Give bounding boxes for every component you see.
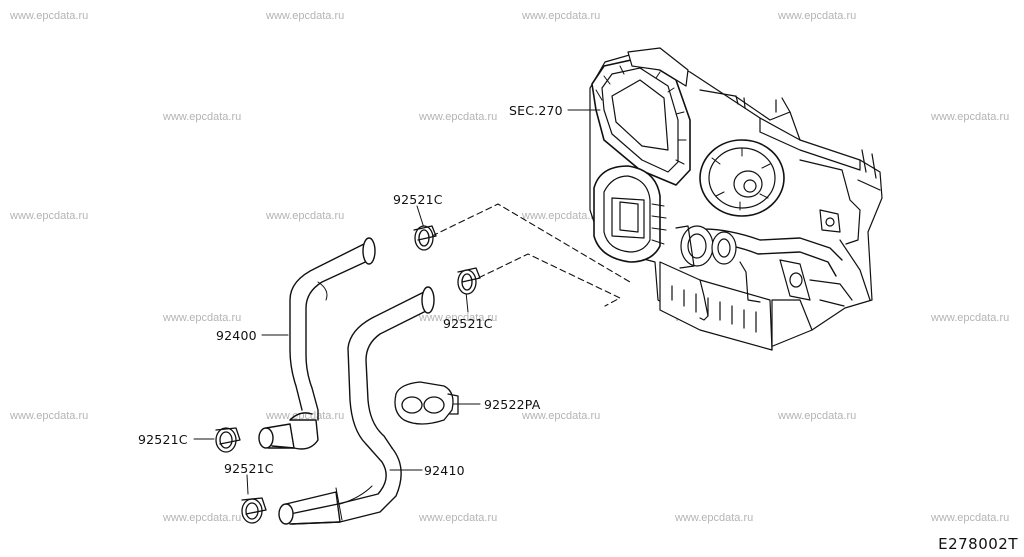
label-clamp-92521c-mid: 92521C [443, 316, 493, 331]
watermark: www.epcdata.ru [10, 10, 89, 22]
watermark: www.epcdata.ru [266, 10, 345, 22]
watermark: www.epcdata.ru [419, 111, 498, 123]
hose-92400 [258, 237, 376, 450]
label-clamp-92521c-bottom: 92521C [224, 461, 274, 476]
label-bracket-92522pa: 92522PA [484, 397, 541, 412]
watermark: www.epcdata.ru [266, 410, 345, 422]
watermark: www.epcdata.ru [163, 312, 242, 324]
watermark: www.epcdata.ru [931, 312, 1010, 324]
leader-lines [193, 109, 601, 495]
watermark: www.epcdata.ru [675, 512, 754, 524]
clamp-top [413, 225, 437, 251]
watermark: www.epcdata.ru [163, 512, 242, 524]
watermark: www.epcdata.ru [10, 410, 89, 422]
watermark: www.epcdata.ru [522, 10, 601, 22]
connection-lines [431, 203, 631, 307]
watermark: www.epcdata.ru [419, 512, 498, 524]
watermark: www.epcdata.ru [10, 210, 89, 222]
hose-92410 [278, 286, 435, 525]
watermark: www.epcdata.ru [522, 410, 601, 422]
watermark: www.epcdata.ru [163, 111, 242, 123]
watermark: www.epcdata.ru [931, 111, 1010, 123]
label-hose-92410: 92410 [424, 463, 465, 478]
watermark: www.epcdata.ru [522, 210, 601, 222]
diagram-code: E278002T [938, 535, 1018, 553]
watermark: www.epcdata.ru [778, 10, 857, 22]
clamp-mid [457, 267, 481, 295]
bracket-92522pa [394, 381, 459, 425]
watermark: www.epcdata.ru [419, 312, 498, 324]
watermark: www.epcdata.ru [778, 410, 857, 422]
label-sec-270: SEC.270 [509, 103, 563, 118]
label-clamp-92521c-left: 92521C [138, 432, 188, 447]
clamp-left [215, 427, 241, 453]
label-clamp-92521c-top: 92521C [393, 192, 443, 207]
clamp-bottom [241, 497, 267, 524]
watermark: www.epcdata.ru [931, 512, 1010, 524]
hvac-unit [589, 47, 883, 351]
watermark: www.epcdata.ru [266, 210, 345, 222]
label-hose-92400: 92400 [216, 328, 257, 343]
